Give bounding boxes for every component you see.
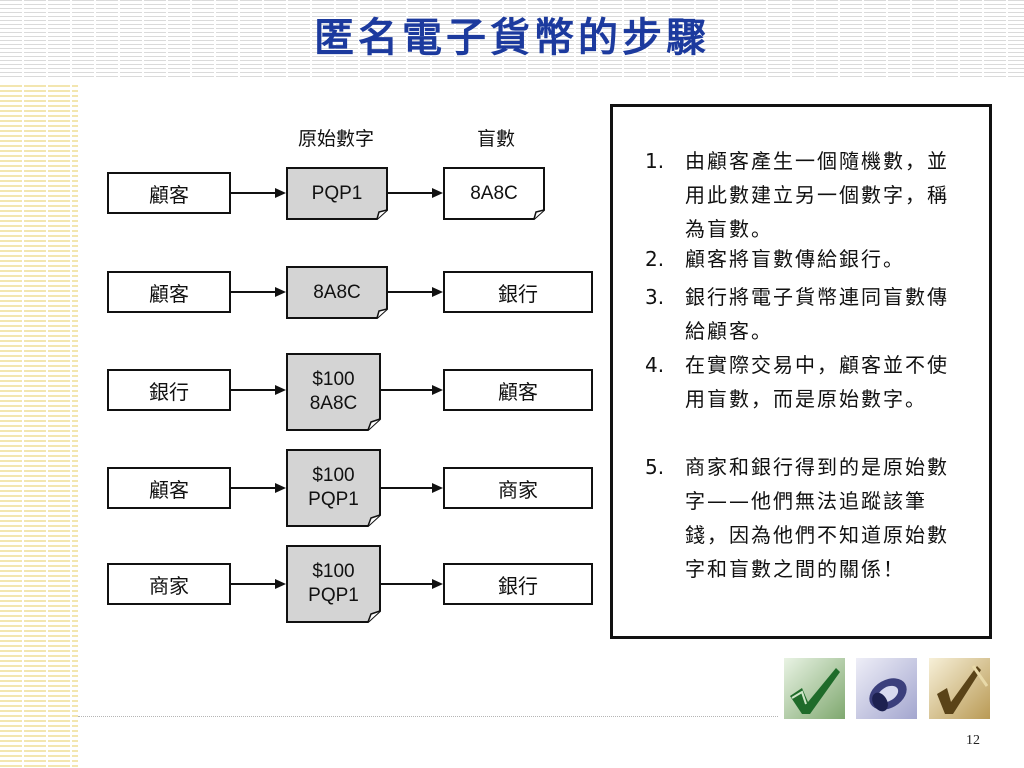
row4-right-box: 商家 <box>443 467 593 509</box>
row5-arrow-1 <box>231 579 286 589</box>
row2-doc: 8A8C <box>286 266 388 319</box>
row2-right-box: 銀行 <box>443 271 593 313</box>
row1-doc-line-1: PQP1 <box>311 182 363 204</box>
step-3-text: 銀行將電子貨幣連同盲數傳給顧客。 <box>685 285 949 343</box>
header-stripes <box>0 0 1024 78</box>
step-2-number: 2. <box>645 247 665 271</box>
step-2: 2. 顧客將盲數傳給銀行。 <box>645 242 957 276</box>
left-stripes <box>0 85 78 768</box>
step-4: 4. 在實際交易中，顧客並不使用盲數，而是原始數字。 <box>645 348 957 416</box>
row3-doc: $100 8A8C <box>286 353 381 431</box>
step-1-text: 由顧客產生一個隨機數，並用此數建立另一個數字，稱為盲數。 <box>685 149 949 241</box>
row1-arrow-2 <box>388 188 443 198</box>
row4-arrow-2 <box>381 483 443 493</box>
row1-doc: PQP1 <box>286 167 388 220</box>
row1-blind-doc: 8A8C <box>443 167 545 220</box>
row2-left-box: 顧客 <box>107 271 231 313</box>
row4-left-box: 顧客 <box>107 467 231 509</box>
row2-arrow-1 <box>231 287 286 297</box>
step-4-text: 在實際交易中，顧客並不使用盲數，而是原始數字。 <box>685 353 949 411</box>
row4-doc-line-1: $100 <box>312 465 355 486</box>
row3-arrow-1 <box>231 385 286 395</box>
row3-doc-line-2: 8A8C <box>309 393 358 414</box>
page-number: 12 <box>966 733 980 748</box>
disc-icon <box>856 658 917 719</box>
check-mark-gold-icon <box>929 658 990 719</box>
row1-arrow-1 <box>231 188 286 198</box>
step-5-number: 5. <box>645 455 665 479</box>
row4-doc: $100 PQP1 <box>286 449 381 527</box>
steps-panel: 1. 由顧客產生一個隨機數，並用此數建立另一個數字，稱為盲數。 2. 顧客將盲數… <box>610 104 992 639</box>
step-4-number: 4. <box>645 353 665 377</box>
row4-doc-line-2: PQP1 <box>308 489 359 510</box>
check-mark-icon <box>784 658 845 719</box>
step-2-text: 顧客將盲數傳給銀行。 <box>685 247 905 271</box>
row2-doc-line-1: 8A8C <box>313 281 361 303</box>
row5-arrow-2 <box>381 579 443 589</box>
footer-divider <box>78 716 778 717</box>
row5-doc-line-1: $100 <box>312 561 355 582</box>
row1-blind-text: 8A8C <box>470 182 518 204</box>
header-original-number: 原始數字 <box>297 128 374 150</box>
row5-doc: $100 PQP1 <box>286 545 381 623</box>
row3-doc-line-1: $100 <box>312 369 355 390</box>
step-1-number: 1. <box>645 149 665 173</box>
row4-arrow-1 <box>231 483 286 493</box>
step-3-number: 3. <box>645 285 665 309</box>
page-title: 匿名電子貨幣的步驟 <box>314 14 710 61</box>
header-blind-number: 盲數 <box>476 128 515 150</box>
step-3: 3. 銀行將電子貨幣連同盲數傳給顧客。 <box>645 280 957 348</box>
row3-arrow-2 <box>381 385 443 395</box>
row5-doc-line-2: PQP1 <box>308 585 359 606</box>
row5-right-box: 銀行 <box>443 563 593 605</box>
step-1: 1. 由顧客產生一個隨機數，並用此數建立另一個數字，稱為盲數。 <box>645 144 957 246</box>
step-5-text: 商家和銀行得到的是原始數字——他們無法追蹤該筆錢，因為他們不知道原始數字和盲數之… <box>685 455 949 581</box>
row3-right-box: 顧客 <box>443 369 593 411</box>
row1-left-box: 顧客 <box>107 172 231 214</box>
row2-arrow-2 <box>388 287 443 297</box>
row5-left-box: 商家 <box>107 563 231 605</box>
step-5: 5. 商家和銀行得到的是原始數字——他們無法追蹤該筆錢，因為他們不知道原始數字和… <box>645 450 957 586</box>
row3-left-box: 銀行 <box>107 369 231 411</box>
